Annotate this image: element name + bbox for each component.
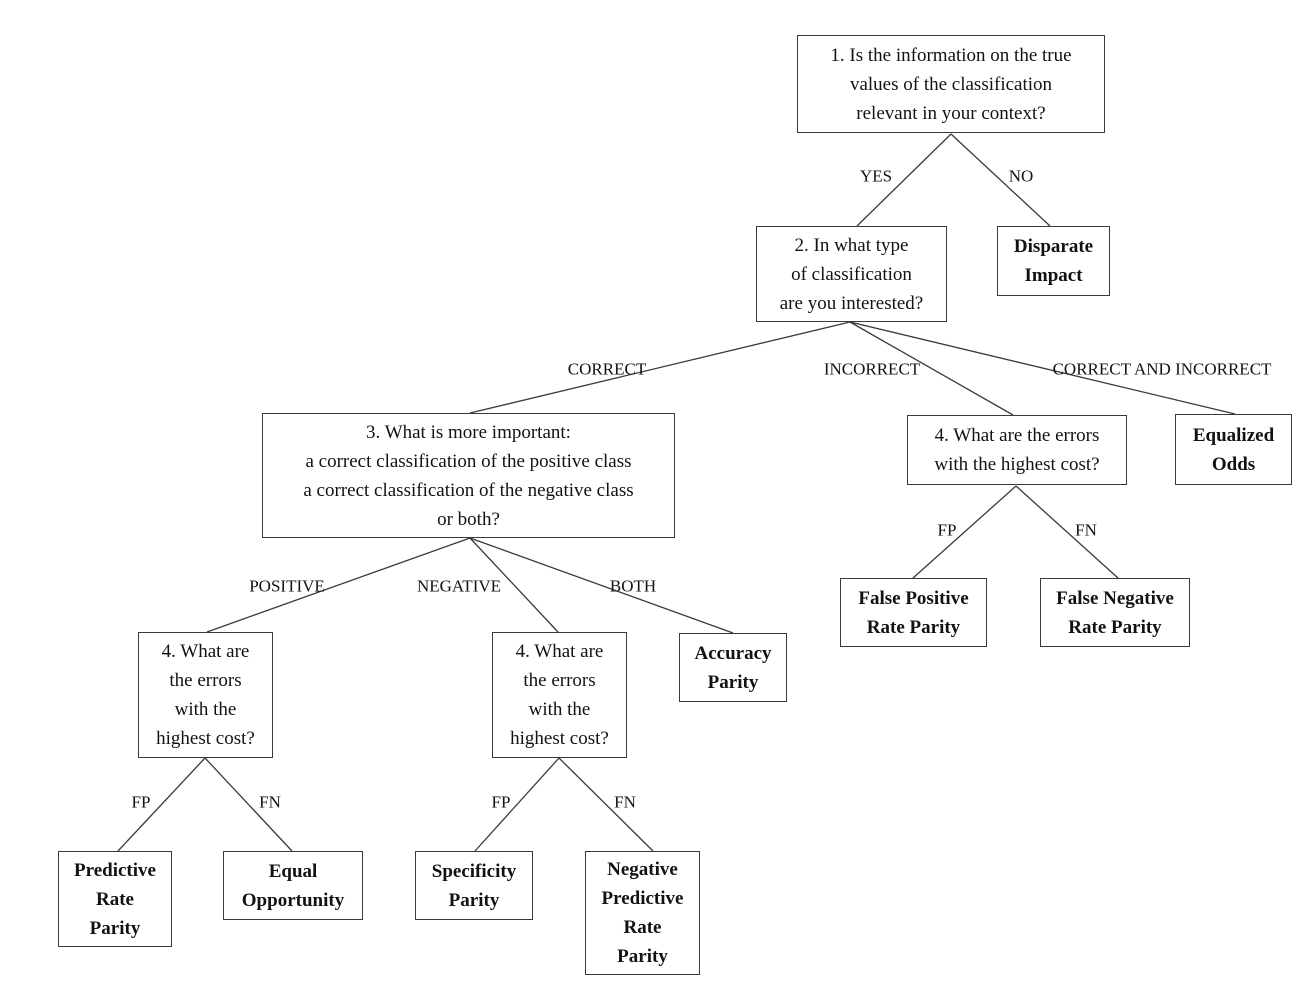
edge-line-no <box>950 133 1051 227</box>
edge-line-fn-incorrect <box>1015 485 1119 579</box>
node-q2-line-1: 2. In what type <box>794 234 909 256</box>
node-q1-line-1: 1. Is the information on the true <box>830 44 1072 66</box>
edge-label-yes: YES <box>859 166 893 186</box>
node-equal-opportunity-line-2: Opportunity <box>241 889 345 911</box>
edge-label-fp-negative: FP <box>491 792 511 812</box>
edge-line-correct <box>469 321 851 414</box>
node-q3-line-3: a correct classification of the negative… <box>303 479 634 501</box>
node-predictive-rate-parity-line-2: Rate <box>96 888 134 910</box>
node-q3-line-1: 3. What is more important: <box>366 421 571 443</box>
node-q3: 3. What is more important: a correct clas… <box>262 413 675 538</box>
node-false-positive-rate-parity-line-1: False Positive <box>858 587 969 609</box>
edge-label-both: BOTH <box>609 576 657 596</box>
node-accuracy-parity-line-1: Accuracy <box>694 642 772 664</box>
node-negative-predictive-rate-parity-line-4: Parity <box>617 946 668 967</box>
node-q4-errors-positive-line-3: with the <box>174 699 237 720</box>
edge-label-correct: CORRECT <box>567 359 647 379</box>
node-disparate-impact-line-2: Impact <box>1024 265 1083 286</box>
node-q2: 2. In what type of classification are you … <box>756 226 947 322</box>
edge-label-fn-negative: FN <box>614 792 636 812</box>
node-q4-errors-negative: 4. What are the errors with the highest cos… <box>492 632 627 758</box>
node-negative-predictive-rate-parity-line-1: Negative <box>607 859 678 880</box>
node-negative-predictive-rate-parity-line-2: Predictive <box>601 888 684 909</box>
node-q2-line-3: are you interested? <box>779 292 924 314</box>
edge-label-positive: POSITIVE <box>249 576 325 596</box>
edge-label-fp-positive: FP <box>131 792 151 812</box>
node-q4-errors-positive: 4. What are the errors with the highest cos… <box>138 632 273 758</box>
node-q4-errors-positive-line-1: 4. What are <box>161 641 250 662</box>
node-false-negative-rate-parity-line-2: Rate Parity <box>1068 616 1162 638</box>
edge-line-incorrect <box>849 321 1014 416</box>
edge-label-correct-and-incorrect: CORRECT AND INCORRECT <box>1052 359 1272 379</box>
node-false-negative-rate-parity-line-1: False Negative <box>1056 587 1174 609</box>
node-accuracy-parity-line-2: Parity <box>707 671 759 693</box>
node-negative-predictive-rate-parity-line-3: Rate <box>623 917 662 938</box>
edge-line-fp-negative <box>474 757 560 852</box>
edge-label-no: NO <box>1008 166 1034 186</box>
node-q4-errors-negative-line-1: 4. What are <box>515 641 604 662</box>
node-equalized-odds-line-1: Equalized <box>1192 424 1275 446</box>
node-q4-errors-positive-line-4: highest cost? <box>156 728 255 749</box>
node-q1-line-2: values of the classification <box>849 73 1053 95</box>
node-false-positive-rate-parity-line-2: Rate Parity <box>866 616 961 638</box>
node-specificity-parity-line-2: Parity <box>448 889 500 911</box>
node-equal-opportunity-line-1: Equal <box>268 860 318 882</box>
node-q4-errors-negative-line-3: with the <box>528 699 591 720</box>
edge-line-fn-negative <box>558 757 654 852</box>
node-q4-errors-incorrect-line-2: with the highest cost? <box>934 454 1100 475</box>
edge-line-fp-incorrect <box>912 485 1017 579</box>
node-q4-errors-negative-line-2: the errors <box>523 670 596 691</box>
edge-line-positive <box>206 537 471 633</box>
node-q2-line-2: of classification <box>791 263 912 285</box>
edge-line-both <box>469 537 734 634</box>
edge-label-fn-positive: FN <box>259 792 281 812</box>
node-disparate-impact-line-1: Disparate <box>1013 236 1094 257</box>
edge-label-negative: NEGATIVE <box>416 576 502 596</box>
node-q4-errors-incorrect: 4. What are the errors with the highest c… <box>907 415 1127 485</box>
node-predictive-rate-parity-line-3: Parity <box>89 917 141 939</box>
edge-label-fn-incorrect: FN <box>1075 520 1097 540</box>
edge-line-yes <box>856 133 952 227</box>
node-q1: 1. Is the information on the true values … <box>797 35 1105 133</box>
node-equalized-odds-line-2: Odds <box>1211 453 1256 475</box>
edge-line-correct-and-incorrect <box>849 321 1236 415</box>
node-q4-errors-negative-line-4: highest cost? <box>510 728 609 749</box>
node-predictive-rate-parity-line-1: Predictive <box>74 859 156 881</box>
node-specificity-parity-line-1: Specificity <box>431 860 517 882</box>
node-q3-line-2: a correct classification of the positive… <box>305 450 632 472</box>
node-q3-line-4: or both? <box>437 508 500 530</box>
node-q4-errors-positive-line-2: the errors <box>169 670 242 691</box>
edge-label-fp-incorrect: FP <box>937 520 957 540</box>
edge-line-fn-positive <box>204 757 293 852</box>
node-q4-errors-incorrect-line-1: 4. What are the errors <box>934 425 1100 446</box>
edge-label-incorrect: INCORRECT <box>823 359 921 379</box>
edge-line-negative <box>469 537 559 633</box>
edge-line-fp-positive <box>117 757 206 852</box>
node-q1-line-3: relevant in your context? <box>856 102 1046 124</box>
